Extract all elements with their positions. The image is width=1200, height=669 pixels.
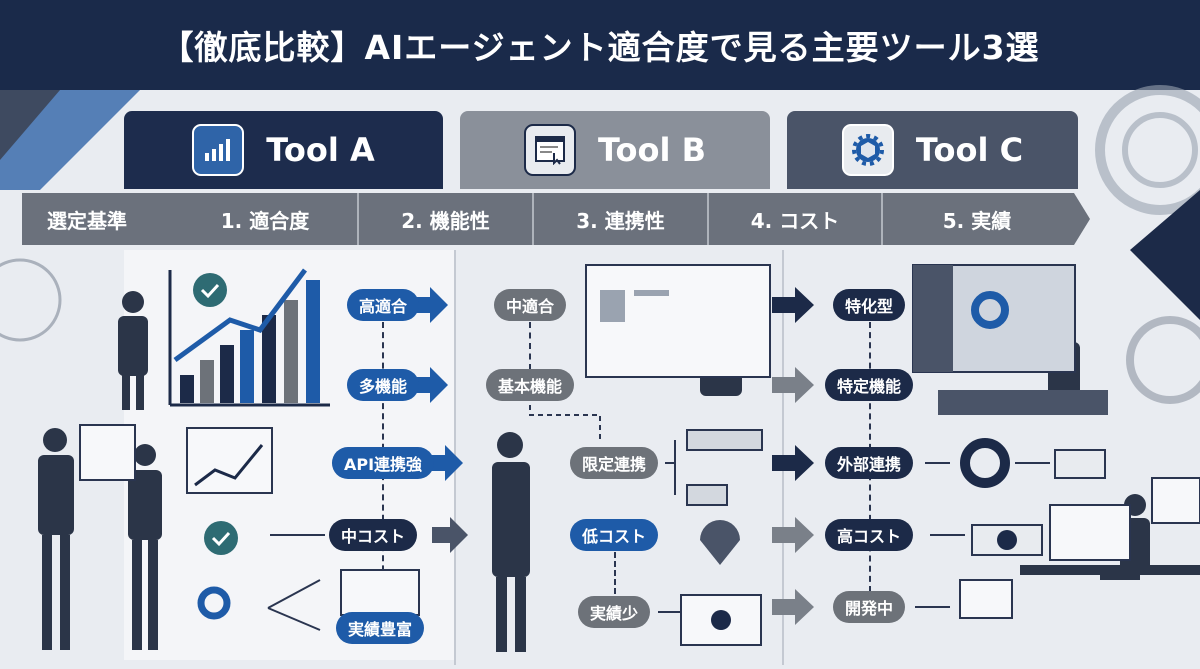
criteria-function: 2. 機能性 bbox=[401, 208, 490, 233]
tool-c-fit: 特化型 bbox=[832, 289, 906, 321]
tool-c-cost: 高コスト bbox=[824, 519, 914, 551]
tool-a-record: 実績豊富 bbox=[335, 612, 425, 644]
tool-b-function: 基本機能 bbox=[485, 369, 575, 401]
tool-b-connector bbox=[529, 322, 531, 370]
tool-a-label: Tool A bbox=[266, 131, 375, 169]
tool-c-label: Tool C bbox=[915, 131, 1024, 169]
criteria-bar: 選定基準 1. 適合度 2. 機能性 3. 連携性 4. コスト 5. 実績 bbox=[22, 193, 1090, 245]
tool-a-function: 多機能 bbox=[346, 369, 420, 401]
tool-a-cost: 中コスト bbox=[328, 519, 418, 551]
tool-b-label: Tool B bbox=[597, 131, 707, 169]
tool-c-function: 特定機能 bbox=[824, 369, 914, 401]
page-title: 【徹底比較】AIエージェント適合度で見る主要ツール3選 bbox=[0, 0, 1200, 90]
gear-cube-icon bbox=[841, 124, 894, 176]
tool-c-header: Tool C bbox=[787, 111, 1078, 189]
tool-b-cost: 低コスト bbox=[569, 519, 659, 551]
flow-arrows bbox=[267, 287, 1050, 631]
bar-chart-icon bbox=[192, 124, 245, 176]
tool-b-integration: 限定連携 bbox=[569, 447, 659, 479]
tool-b-connector bbox=[614, 552, 616, 594]
tool-c-record: 開発中 bbox=[832, 591, 906, 623]
criteria-header: 選定基準 bbox=[47, 208, 127, 233]
browser-click-icon bbox=[523, 124, 576, 176]
tool-b-header: Tool B bbox=[460, 111, 770, 189]
tool-a-integration: API連携強 bbox=[331, 447, 435, 479]
criteria-integration: 3. 連携性 bbox=[576, 208, 665, 233]
tool-a-header: Tool A bbox=[124, 111, 443, 189]
tool-a-fit: 高適合 bbox=[346, 289, 420, 321]
tool-c-integration: 外部連携 bbox=[824, 447, 914, 479]
tool-b-fit: 中適合 bbox=[493, 289, 567, 321]
tool-b-record: 実績少 bbox=[577, 596, 651, 628]
criteria-cost: 4. コスト bbox=[750, 208, 840, 233]
criteria-record: 5. 実績 bbox=[942, 208, 1012, 233]
growth-chart-illustration bbox=[168, 268, 330, 620]
criteria-fit: 1. 適合度 bbox=[220, 208, 310, 233]
